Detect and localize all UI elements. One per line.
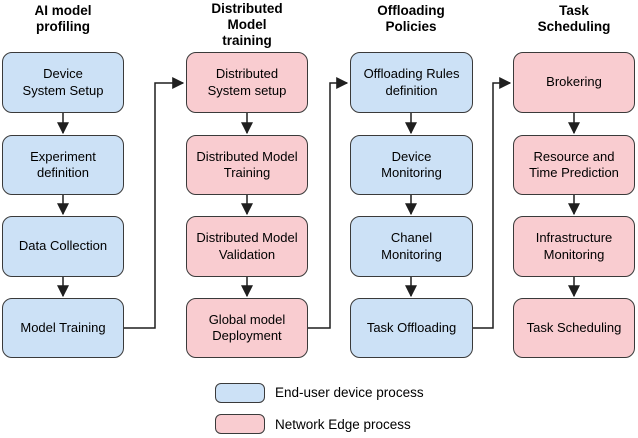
legend-label-end-user-device: End-user device process — [275, 385, 424, 400]
column-title-distributed-model-training: Distributed Model training — [211, 1, 283, 48]
node-brokering: Brokering — [513, 52, 635, 113]
node-data-collection: Data Collection — [2, 216, 124, 277]
node-chanel-monitoring: Chanel Monitoring — [350, 216, 473, 277]
column-title-ai-model-profiling: AI model profiling — [34, 3, 92, 34]
node-offloading-rules-definition: Offloading Rules definition — [350, 52, 473, 113]
connector-task-offloading-to-brokering — [473, 77, 512, 329]
legend-swatch-network-edge — [215, 414, 265, 434]
node-experiment-definition: Experiment definition — [2, 135, 124, 195]
connector-model-training-to-distributed-setup — [124, 77, 185, 329]
node-model-training: Model Training — [2, 298, 124, 358]
node-resource-time-prediction: Resource and Time Prediction — [513, 135, 635, 195]
node-distributed-model-training: Distributed Model Training — [186, 135, 308, 195]
column-title-offloading-policies: Offloading Policies — [377, 3, 445, 34]
connector-global-deployment-to-offloading-rules — [308, 77, 349, 329]
node-task-scheduling: Task Scheduling — [513, 298, 635, 358]
node-device-monitoring: Device Monitoring — [350, 135, 473, 195]
node-task-offloading: Task Offloading — [350, 298, 473, 358]
legend-label-network-edge: Network Edge process — [275, 417, 411, 432]
legend-swatch-end-user-device — [215, 383, 265, 403]
node-distributed-model-validation: Distributed Model Validation — [186, 216, 308, 277]
node-distributed-system-setup: Distributed System setup — [186, 52, 308, 113]
node-infrastructure-monitoring: Infrastructure Monitoring — [513, 216, 635, 277]
node-global-model-deployment: Global model Deployment — [186, 298, 308, 358]
column-title-task-scheduling: Task Scheduling — [537, 3, 611, 34]
node-device-system-setup: Device System Setup — [2, 52, 124, 113]
